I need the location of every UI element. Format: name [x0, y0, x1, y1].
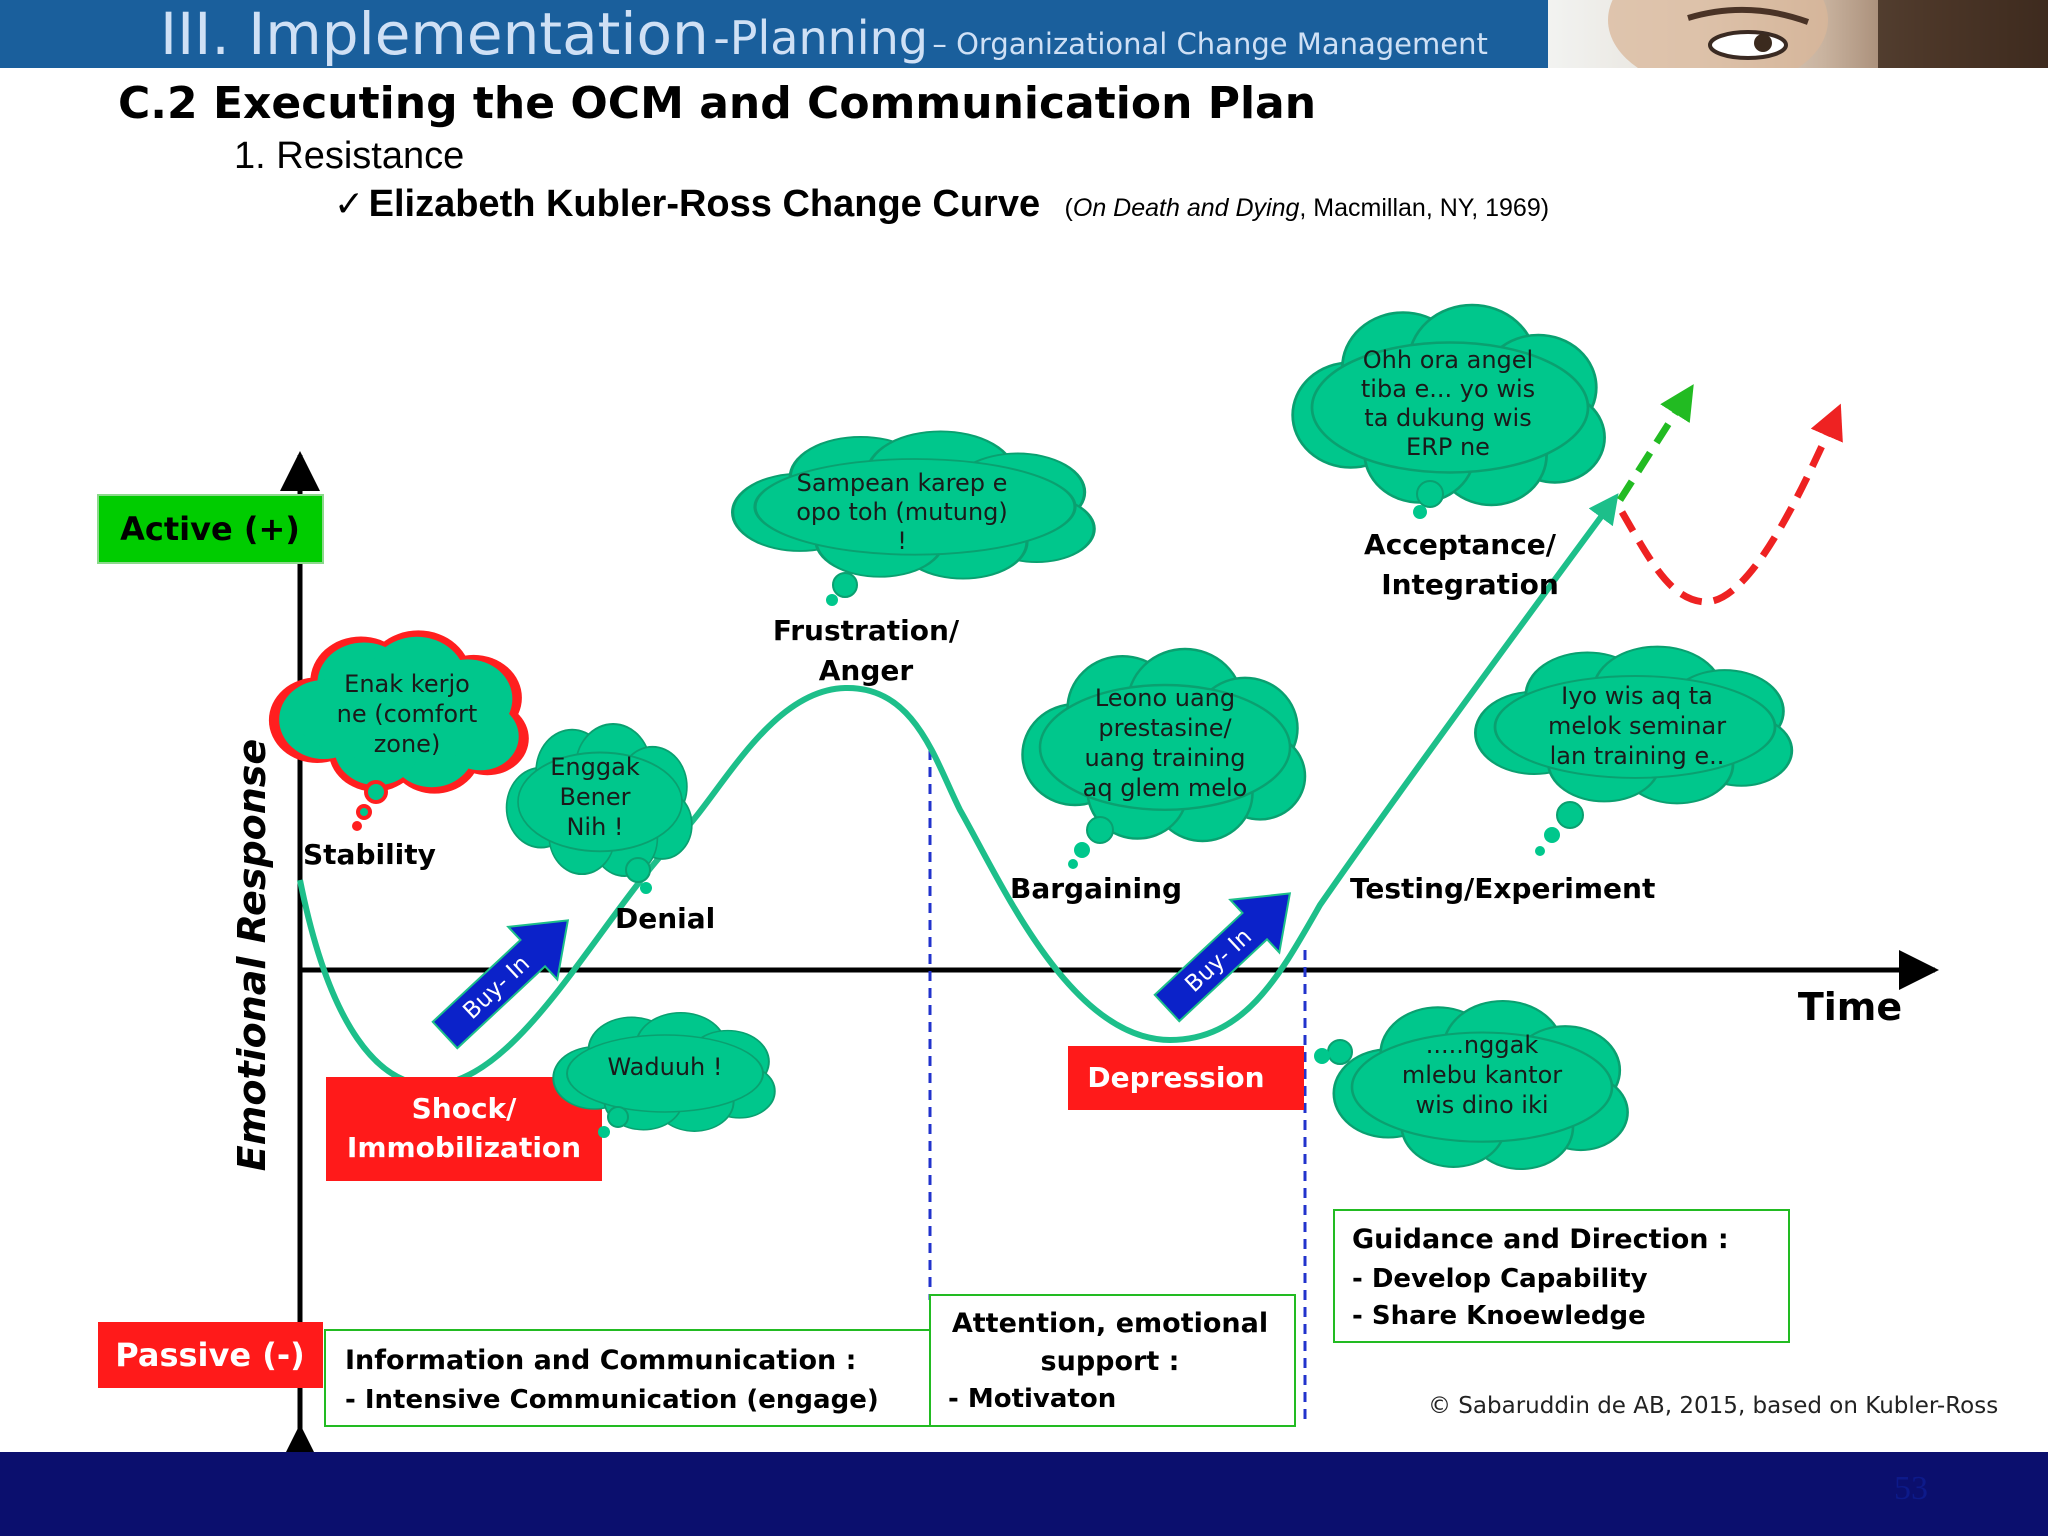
svg-text:Sampean karep e: Sampean karep e	[797, 469, 1008, 497]
svg-text:Ohh ora angel: Ohh ora angel	[1363, 346, 1533, 374]
svg-text:!: !	[897, 527, 907, 555]
header-title-sub: – Organizational Change Management	[932, 27, 1488, 61]
header-photo	[1548, 0, 2048, 68]
svg-text:opo toh (mutung): opo toh (mutung)	[796, 498, 1008, 526]
svg-text:Leono uang: Leono uang	[1095, 684, 1235, 712]
page-heading: C.2 Executing the OCM and Communication …	[118, 78, 1317, 129]
stage-stability: Stability	[303, 838, 436, 871]
active-box	[97, 494, 324, 564]
bubble-denial: Enggak Bener Nih !	[505, 723, 693, 894]
page-number: 53	[1894, 1470, 1928, 1507]
svg-text:tiba e... yo wis: tiba e... yo wis	[1361, 375, 1535, 403]
svg-text:- Motivaton: - Motivaton	[948, 1384, 1116, 1414]
info-box: Information and Communication : - Intens…	[324, 1329, 931, 1427]
svg-text:Enggak: Enggak	[550, 753, 640, 781]
subheading: 1. Resistance	[234, 135, 465, 177]
svg-text:Nih !: Nih !	[566, 813, 623, 841]
header-bar: III. Implementation -Planning – Organiza…	[0, 0, 1548, 68]
svg-text:ta dukung wis: ta dukung wis	[1364, 404, 1531, 432]
y-axis-label: Emotional Response	[230, 739, 274, 1171]
header-title-planning: -Planning	[713, 11, 928, 65]
attention-box: Attention, emotional support : - Motivat…	[929, 1294, 1296, 1427]
header-title-main: III. Implementation	[160, 0, 709, 68]
stage-frustration-2: Anger	[819, 654, 914, 687]
curve-title: ✓ Elizabeth Kubler-Ross Change Curve (On…	[334, 183, 1549, 226]
passive-label: Passive (-)	[115, 1336, 304, 1374]
svg-text:Attention, emotional: Attention, emotional	[952, 1308, 1268, 1339]
curve-citation: (On Death and Dying, Macmillan, NY, 1969…	[1064, 194, 1550, 222]
change-curve	[297, 493, 1619, 1089]
stage-depression: Depression	[1087, 1061, 1264, 1094]
stage-shock-2: Immobilization	[347, 1131, 581, 1164]
svg-text:ERP ne: ERP ne	[1406, 433, 1490, 461]
active-label: Active (+)	[120, 510, 300, 548]
shock-box	[326, 1077, 602, 1181]
svg-text:melok seminar: melok seminar	[1548, 712, 1726, 740]
svg-text:Iyo wis aq ta: Iyo wis aq ta	[1561, 682, 1713, 710]
x-axis-label: Time	[1798, 985, 1902, 1029]
check-icon: ✓	[334, 183, 365, 224]
depression-box	[1068, 1046, 1304, 1110]
svg-text:prestasine/: prestasine/	[1098, 714, 1232, 742]
svg-text:mlebu kantor: mlebu kantor	[1402, 1061, 1562, 1089]
svg-text:ne (comfort: ne (comfort	[337, 700, 478, 728]
stage-testing: Testing/Experiment	[1350, 872, 1655, 905]
svg-text:aq glem melo: aq glem melo	[1083, 774, 1248, 802]
svg-text:zone): zone)	[374, 730, 441, 758]
stage-acceptance-2: Integration	[1381, 568, 1559, 601]
face-photo-icon	[1608, 0, 2048, 68]
svg-text:- Develop Capability: - Develop Capability	[1352, 1264, 1648, 1294]
bubble-bargaining: Leono uang prestasine/ uang training aq …	[1021, 647, 1307, 869]
header-title: III. Implementation -Planning – Organiza…	[160, 0, 1488, 68]
svg-text:uang training: uang training	[1085, 744, 1246, 772]
svg-text:Guidance and Direction :: Guidance and Direction :	[1352, 1224, 1729, 1255]
passive-box	[98, 1322, 323, 1388]
bubble-testing: Iyo wis aq ta melok seminar lan training…	[1474, 645, 1794, 856]
bubble-shock: Waduuh !	[552, 1011, 776, 1138]
svg-text:Enak kerjo: Enak kerjo	[344, 670, 470, 698]
bubble-frustration: Sampean karep e opo toh (mutung) !	[730, 429, 1096, 606]
svg-text:- Share Knoewledge: - Share Knoewledge	[1352, 1301, 1646, 1331]
stage-bargaining: Bargaining	[1010, 872, 1182, 905]
stage-frustration-1: Frustration/	[773, 614, 960, 647]
bubble-depression: .....nggak mlebu kantor wis dino iki	[1314, 999, 1629, 1171]
footer-bar: 53	[0, 1452, 2048, 1536]
stage-acceptance-1: Acceptance/	[1364, 528, 1557, 561]
svg-text:Waduuh !: Waduuh !	[607, 1053, 722, 1081]
copyright: © Sabaruddin de AB, 2015, based on Kuble…	[1428, 1393, 1998, 1419]
green-dashed-arrow	[1617, 384, 1694, 502]
svg-text:.....nggak: .....nggak	[1426, 1031, 1539, 1059]
curve-title-main: Elizabeth Kubler-Ross Change Curve	[368, 183, 1041, 225]
change-curve-diagram: Active (+) Passive (-) Emotional Respons…	[97, 303, 1998, 1452]
stage-shock-1: Shock/	[412, 1092, 518, 1125]
svg-text:Bener: Bener	[559, 783, 630, 811]
guidance-box: Guidance and Direction : - Develop Capab…	[1333, 1209, 1790, 1343]
bubble-acceptance: Ohh ora angel tiba e... yo wis ta dukung…	[1291, 303, 1606, 519]
svg-text:- Intensive Communication (en: - Intensive Communication (engage)	[345, 1385, 879, 1415]
svg-text:wis dino iki: wis dino iki	[1415, 1091, 1548, 1119]
svg-text:support :: support :	[1041, 1346, 1180, 1377]
red-dashed-arrow	[1618, 403, 1843, 606]
stage-denial: Denial	[615, 902, 715, 935]
svg-text:Information and Communication: Information and Communication :	[345, 1345, 856, 1376]
svg-text:lan training e..: lan training e..	[1550, 742, 1725, 770]
bubble-stability: Enak kerjo ne (comfort zone)	[268, 630, 529, 831]
